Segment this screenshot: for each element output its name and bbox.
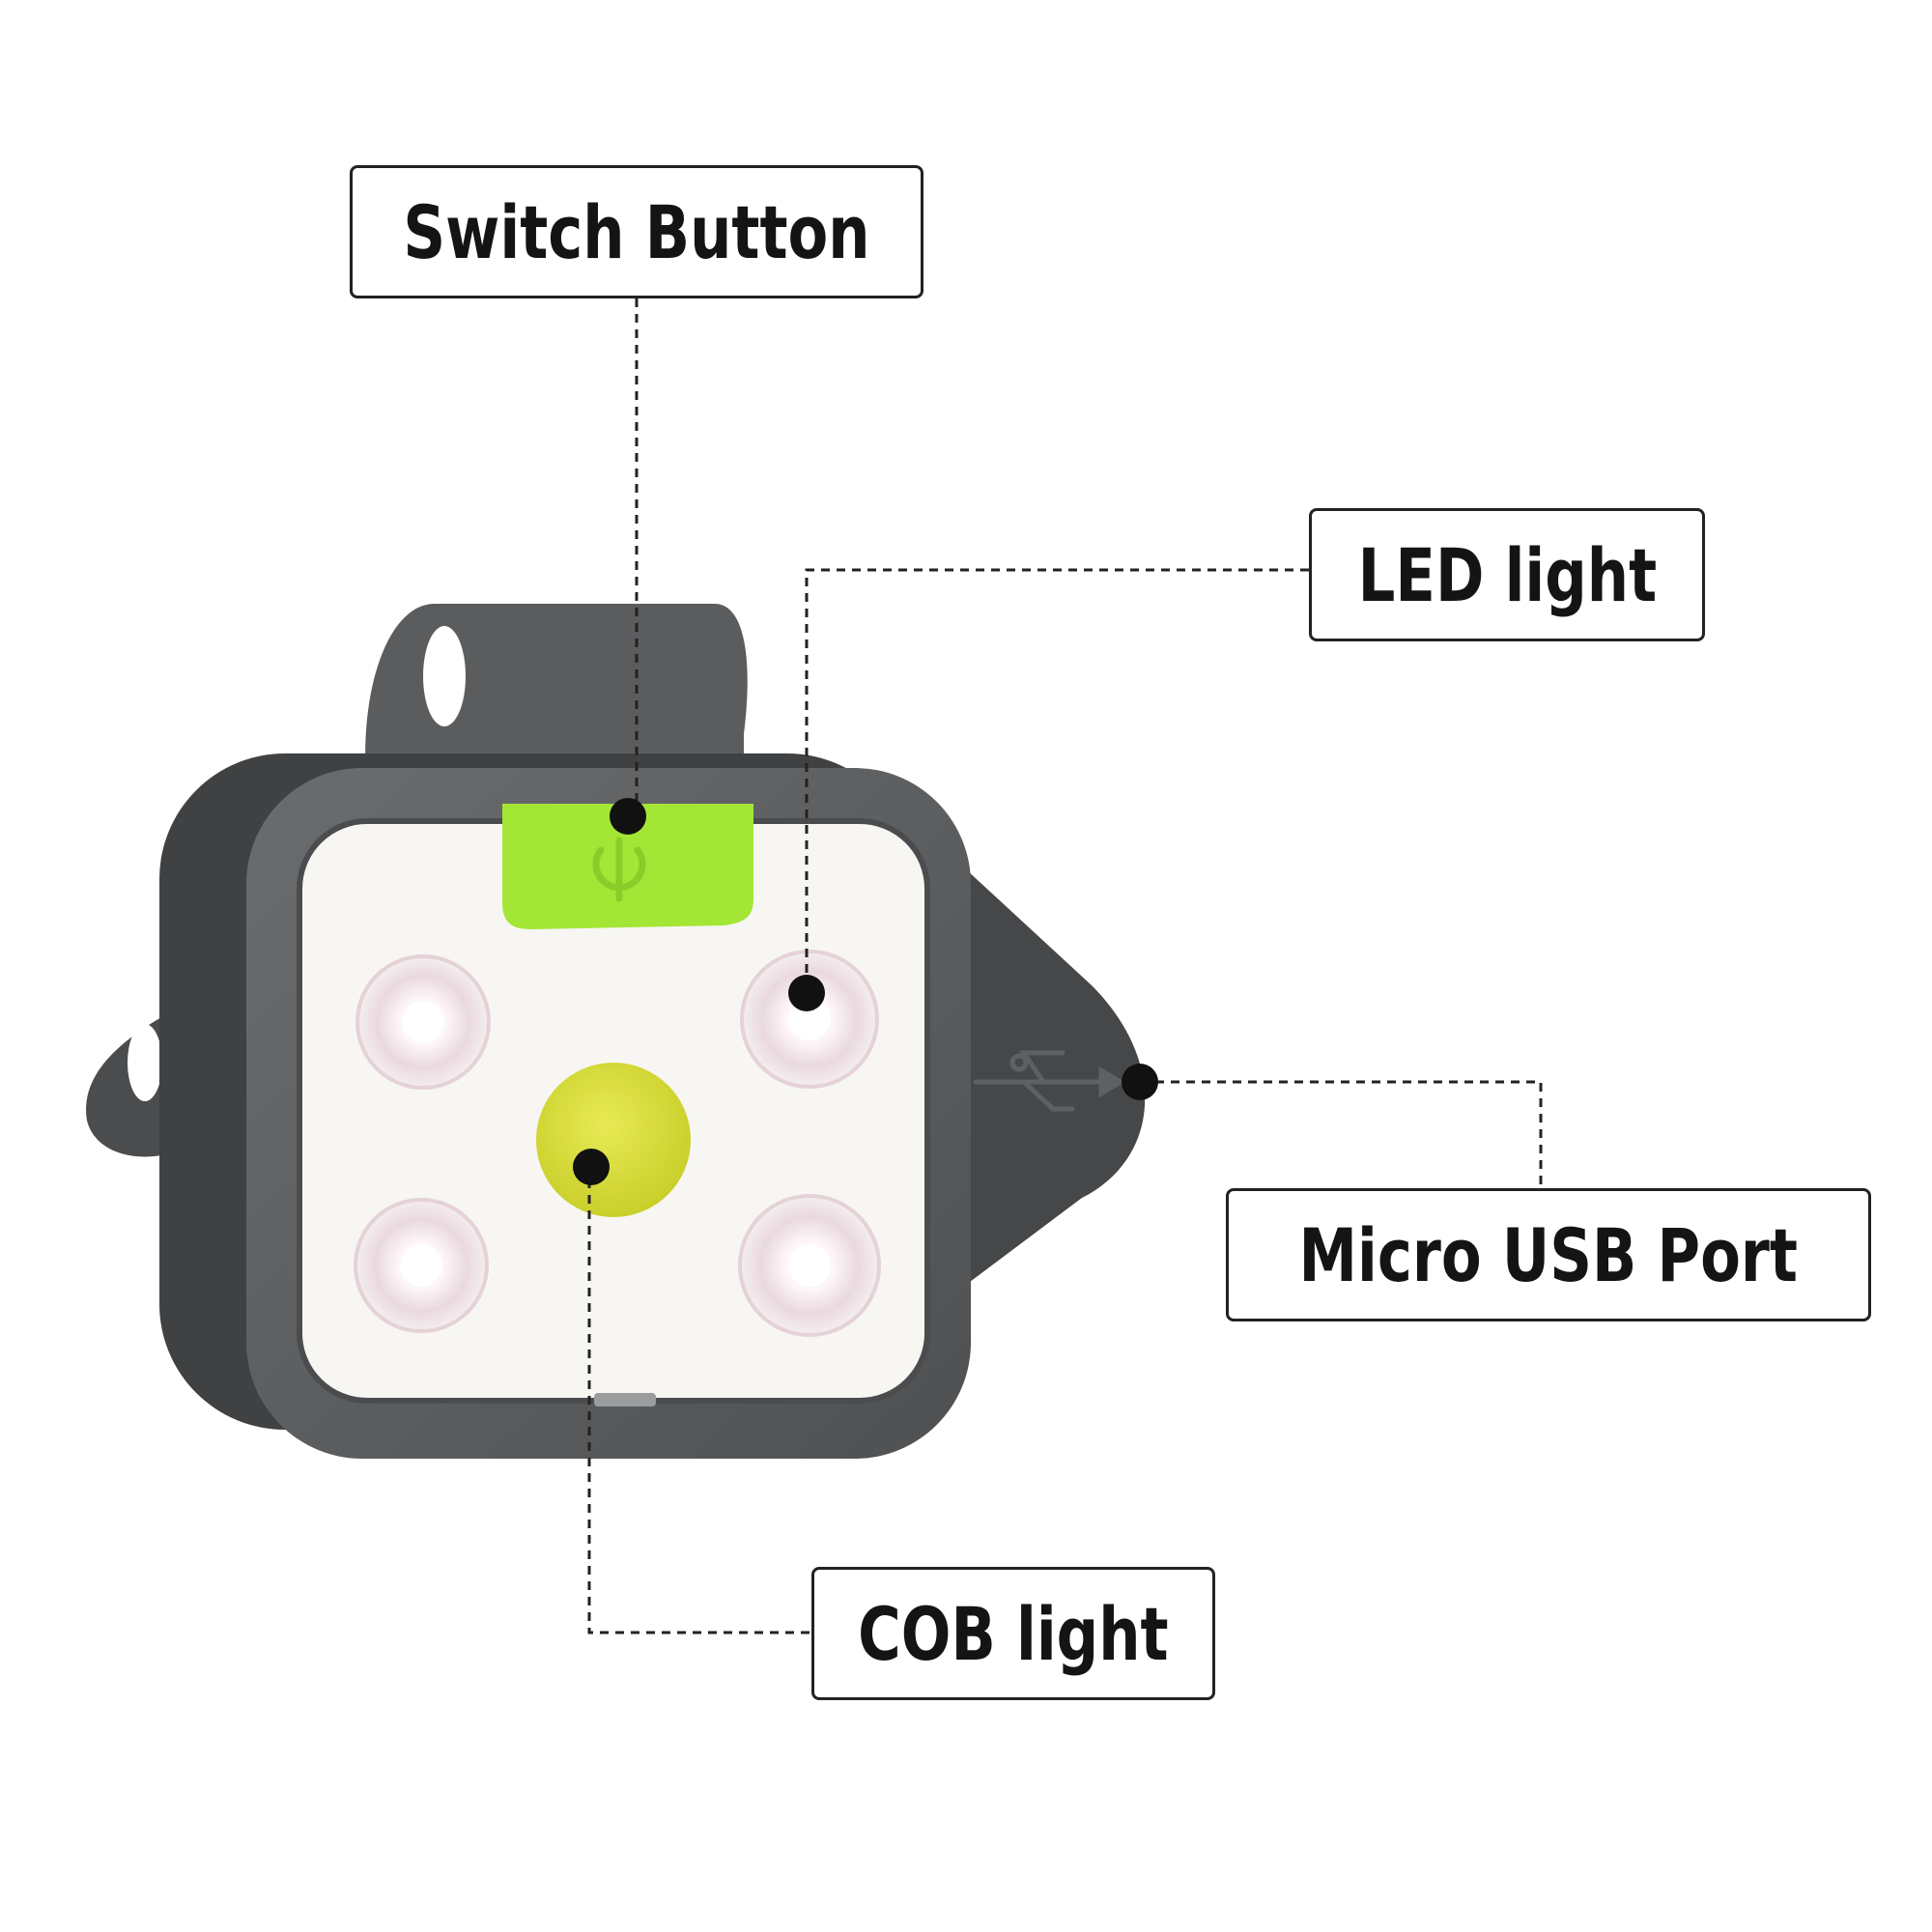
left-clip-hole	[128, 1024, 162, 1101]
cob-light-label: COB light	[858, 1590, 1169, 1677]
switch-callout-dot	[610, 798, 646, 835]
cob-callout-dot	[573, 1149, 610, 1185]
micro-usb-port-label: Micro USB Port	[1298, 1211, 1799, 1298]
usb-callout-line	[1140, 1080, 1543, 1188]
usb-callout-dot	[1122, 1064, 1158, 1100]
led-bottom-right	[738, 1194, 881, 1337]
cob-callout-line	[587, 1164, 811, 1634]
switch-button[interactable]	[502, 804, 753, 929]
top-clip-slot	[423, 626, 466, 726]
led-light-label-box: LED light	[1309, 508, 1705, 641]
bottom-notch	[594, 1393, 656, 1406]
cob-light	[536, 1063, 691, 1217]
micro-usb-port-label-box: Micro USB Port	[1226, 1188, 1871, 1321]
switch-button-label: Switch Button	[403, 188, 870, 275]
led-light-label: LED light	[1357, 531, 1657, 618]
led-top-right	[740, 950, 879, 1089]
led-callout-line	[805, 568, 1309, 993]
power-icon	[592, 837, 646, 902]
callout-lines	[587, 298, 1543, 1634]
cob-light-label-box: COB light	[811, 1567, 1215, 1700]
led-bottom-left	[354, 1198, 489, 1333]
usb-side-cap	[966, 869, 1146, 1285]
switch-button-label-box: Switch Button	[350, 165, 923, 298]
led-top-left	[355, 954, 491, 1090]
led-callout-dot	[788, 975, 825, 1011]
usb-icon	[973, 1050, 1125, 1112]
